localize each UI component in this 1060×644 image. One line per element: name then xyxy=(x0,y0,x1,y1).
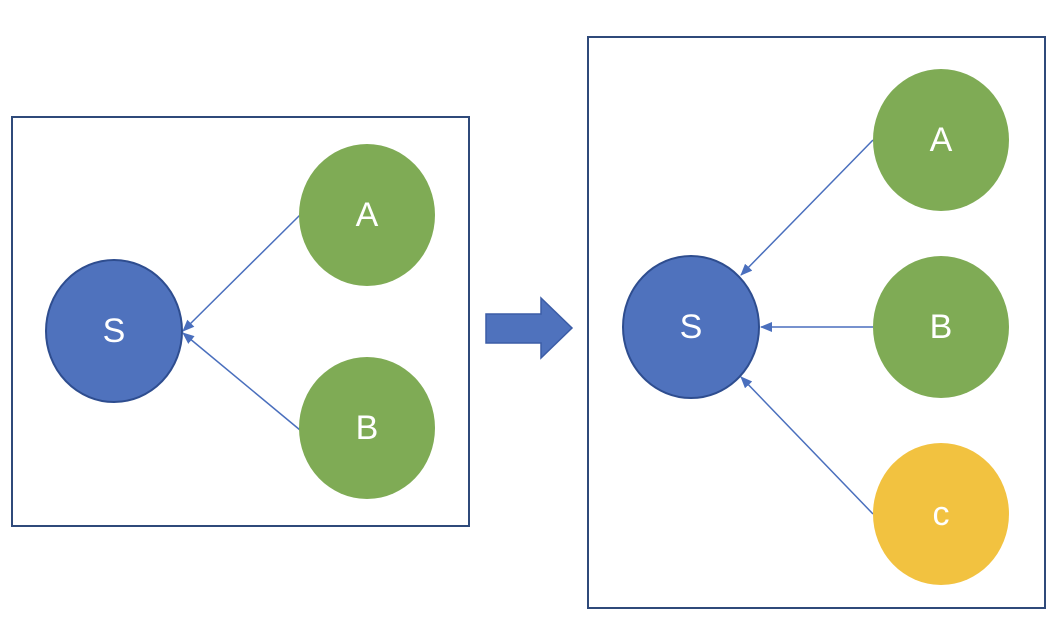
before-panel: S A B xyxy=(11,116,470,527)
source-node-label: S xyxy=(103,312,126,350)
source-node-label: S xyxy=(680,308,703,346)
neighbor-node-label: B xyxy=(356,409,379,447)
edge-b-to-s xyxy=(182,332,301,431)
after-frame xyxy=(587,36,1046,609)
right-block-arrow-icon xyxy=(485,296,574,360)
neighbor-node-label: c xyxy=(933,495,950,533)
neighbor-node-a: A xyxy=(299,144,435,286)
edge-c-to-s xyxy=(740,376,874,515)
neighbor-node-b: B xyxy=(299,357,435,499)
neighbor-node-label: A xyxy=(930,121,953,159)
source-node: S xyxy=(622,255,760,399)
neighbor-node-label: A xyxy=(356,196,379,234)
source-node: S xyxy=(45,259,183,403)
before-frame xyxy=(11,116,470,527)
neighbor-node-label: B xyxy=(930,308,953,346)
neighbor-node-a: A xyxy=(873,69,1009,211)
edge-a-to-s xyxy=(182,214,301,332)
after-panel: S A B c xyxy=(587,36,1046,609)
edge-a-to-s xyxy=(740,139,874,276)
new-neighbor-node-c: c xyxy=(873,443,1009,585)
neighbor-node-b: B xyxy=(873,256,1009,398)
